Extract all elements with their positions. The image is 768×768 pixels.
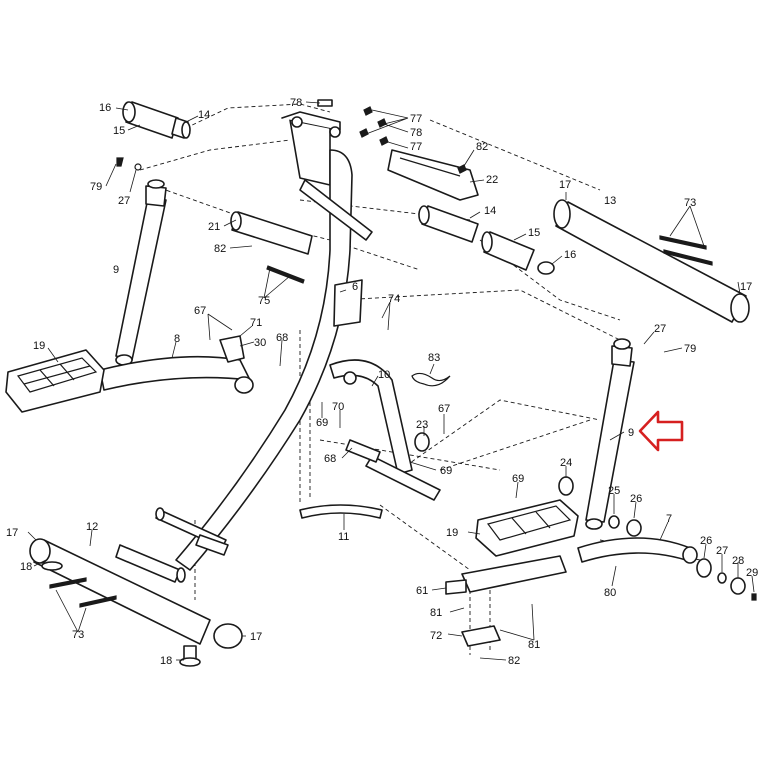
callout-27: 27	[118, 195, 130, 207]
callout-82: 82	[508, 655, 520, 667]
callout-17: 17	[740, 281, 752, 293]
callout-8: 8	[174, 333, 180, 345]
callout-78: 78	[290, 97, 302, 109]
callout-29: 29	[746, 567, 758, 579]
callout-26: 26	[630, 493, 642, 505]
callout-18: 18	[20, 561, 32, 573]
callout-72: 72	[430, 630, 442, 642]
callout-19: 19	[33, 340, 45, 352]
callout-9: 9	[628, 427, 634, 439]
callout-13: 13	[604, 195, 616, 207]
callout-15: 15	[113, 125, 125, 137]
left-upright-arm-part-9	[115, 157, 167, 366]
callout-17: 17	[559, 179, 571, 191]
callout-70: 70	[332, 401, 344, 413]
callout-80: 80	[604, 587, 616, 599]
callout-69: 69	[440, 465, 452, 477]
right-pedal-part-19	[475, 499, 579, 557]
front-base-part-12	[29, 538, 243, 667]
callout-19: 19	[446, 527, 458, 539]
callout-11: 11	[338, 531, 349, 543]
callout-15: 15	[528, 227, 540, 239]
callout-73: 73	[684, 197, 696, 209]
callout-12: 12	[86, 521, 98, 533]
callout-14: 14	[484, 205, 496, 217]
callout-25: 25	[608, 485, 620, 497]
callout-30: 30	[254, 337, 266, 349]
cable-part-83	[411, 372, 451, 387]
callout-75: 75	[258, 295, 270, 307]
callout-27: 27	[716, 545, 728, 557]
callout-6: 6	[352, 281, 358, 293]
callout-77: 77	[410, 113, 422, 125]
left-pedal-arm-part-8	[99, 335, 254, 394]
callout-16: 16	[564, 249, 576, 261]
callout-24: 24	[560, 457, 572, 469]
callout-10: 10	[378, 369, 390, 381]
callout-7: 7	[666, 513, 672, 525]
callout-21: 21	[208, 221, 220, 233]
callout-17: 17	[6, 527, 18, 539]
callout-83: 83	[428, 352, 440, 364]
callout-16: 16	[99, 102, 111, 114]
base-bar-part-11	[299, 504, 383, 519]
callout-79: 79	[90, 181, 102, 193]
callout-69: 69	[512, 473, 524, 485]
callout-77: 77	[410, 141, 422, 153]
callout-74: 74	[388, 293, 400, 305]
callout-61: 61	[416, 585, 428, 597]
callout-22: 22	[486, 174, 498, 186]
callout-17: 17	[250, 631, 262, 643]
callout-71: 71	[250, 317, 262, 329]
roller-assembly-top-left	[122, 101, 191, 139]
callout-labels: 16 14 15 78 77 78 77 82 22 14 15 16 17 1…	[6, 97, 758, 667]
callout-26: 26	[700, 535, 712, 547]
pedal-plate-part-72	[461, 555, 567, 647]
callout-69: 69	[316, 417, 328, 429]
right-pedal-arm-part-7	[577, 537, 698, 564]
top-bracket-assembly	[281, 99, 479, 201]
callout-67: 67	[194, 305, 206, 317]
callout-23: 23	[416, 419, 428, 431]
callout-68: 68	[324, 453, 336, 465]
callout-67: 67	[438, 403, 450, 415]
callout-82: 82	[476, 141, 488, 153]
leader-lines	[27, 101, 755, 661]
callout-81: 81	[528, 639, 540, 651]
callout-82: 82	[214, 243, 226, 255]
callout-18: 18	[160, 655, 172, 667]
rear-crossbar-part-13	[553, 199, 750, 323]
callout-81: 81	[430, 607, 442, 619]
callout-78: 78	[410, 127, 422, 139]
callout-79: 79	[684, 343, 696, 355]
highlight-arrow-icon	[638, 410, 684, 452]
right-hardware	[414, 432, 757, 601]
callout-9: 9	[113, 264, 119, 276]
callout-28: 28	[732, 555, 744, 567]
right-upright-arm-part-9	[585, 338, 635, 530]
roller-assembly-middle	[418, 205, 555, 275]
callout-68: 68	[276, 332, 288, 344]
handle-part-21	[230, 211, 313, 284]
callout-27: 27	[654, 323, 666, 335]
support-arm-part-10	[329, 359, 441, 501]
left-pedal-part-19	[5, 349, 105, 413]
callout-14: 14	[198, 109, 210, 121]
callout-73: 73	[72, 629, 84, 641]
